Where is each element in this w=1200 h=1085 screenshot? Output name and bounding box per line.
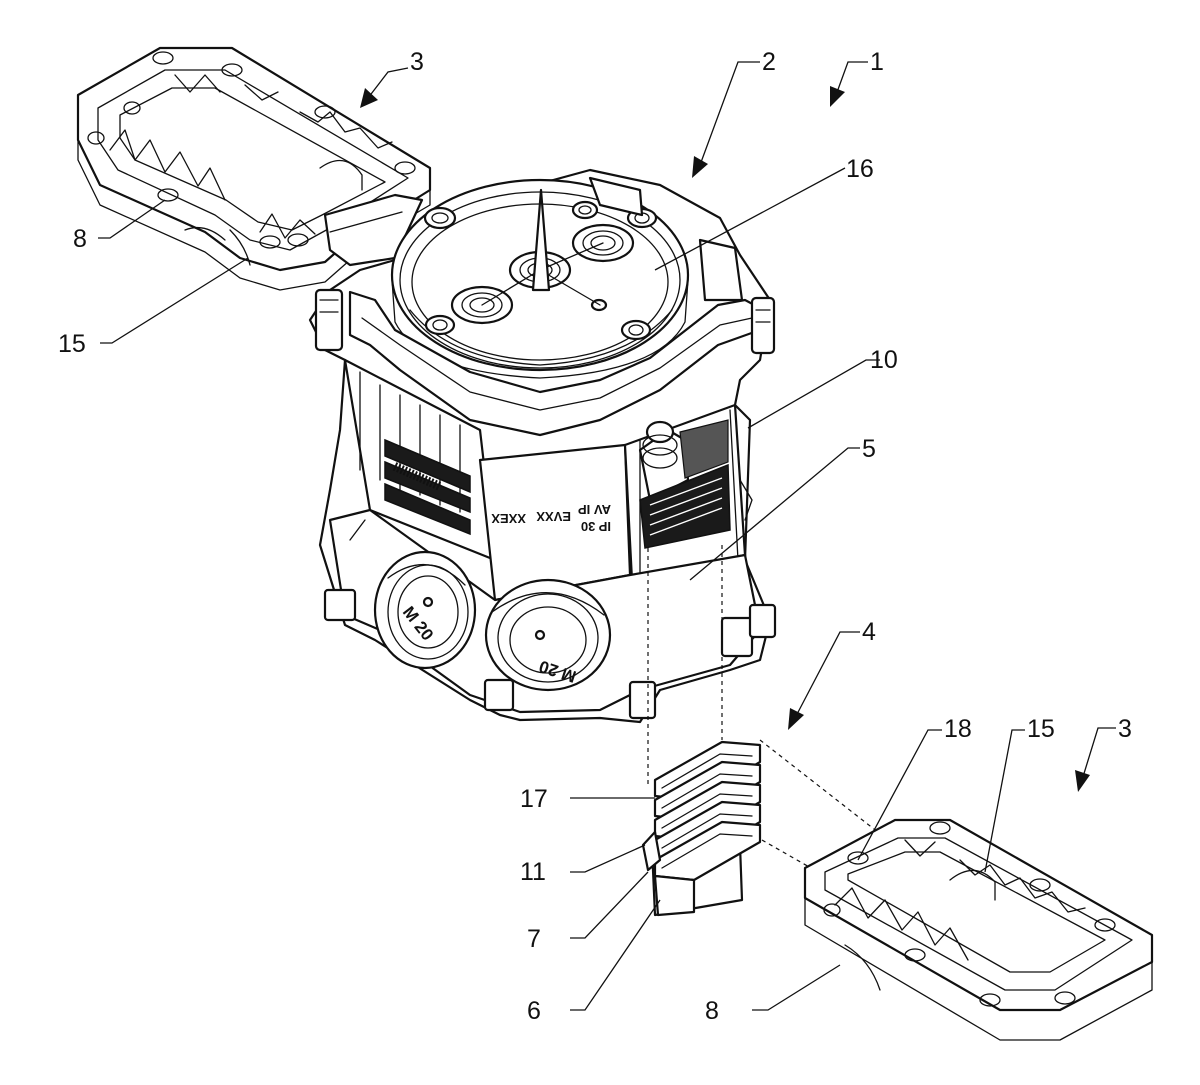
label-16: 16 xyxy=(846,155,874,183)
assembly-lines xyxy=(647,545,889,873)
installation-box-body: IIIIIIIIIIIIII XXEX EVXX AV IP IP 30 xyxy=(308,168,777,724)
label-8-left: 8 xyxy=(73,225,87,253)
label-18: 18 xyxy=(944,715,972,743)
plate-layers xyxy=(653,740,762,882)
label-10: 10 xyxy=(870,346,898,374)
label-15-left: 15 xyxy=(58,330,86,358)
mounting-frame-top-left xyxy=(76,46,432,291)
mounting-frame-bottom-right xyxy=(803,818,1154,1041)
label-4: 4 xyxy=(862,618,876,646)
vent-slots: IIIIIIIIIIIIII xyxy=(384,438,471,536)
label-3-top: 3 xyxy=(410,48,424,76)
label-1: 1 xyxy=(870,48,884,76)
label-2: 2 xyxy=(762,48,776,76)
svg-text:EVXX: EVXX xyxy=(536,509,571,524)
label-5: 5 xyxy=(862,435,876,463)
reference-numerals: 1 2 3 3 4 5 6 7 8 8 10 11 15 15 16 17 18 xyxy=(58,48,1132,1025)
label-7: 7 xyxy=(527,925,541,953)
label-11: 11 xyxy=(520,858,546,886)
label-15-right: 15 xyxy=(1027,715,1055,743)
label-17: 17 xyxy=(520,785,548,813)
connector-plate-stack xyxy=(641,740,762,917)
terminal-block xyxy=(638,419,731,549)
cable-gland-left: M 20 xyxy=(373,550,477,670)
svg-text:AV IP: AV IP xyxy=(578,502,611,517)
label-6: 6 xyxy=(527,997,541,1025)
leader-lines xyxy=(98,61,1116,1011)
cable-gland-right: M 20 xyxy=(484,578,612,692)
label-3-right: 3 xyxy=(1118,715,1132,743)
svg-text:XXEX: XXEX xyxy=(491,511,526,526)
label-8-right: 8 xyxy=(705,997,719,1025)
svg-text:IP 30: IP 30 xyxy=(581,519,611,534)
